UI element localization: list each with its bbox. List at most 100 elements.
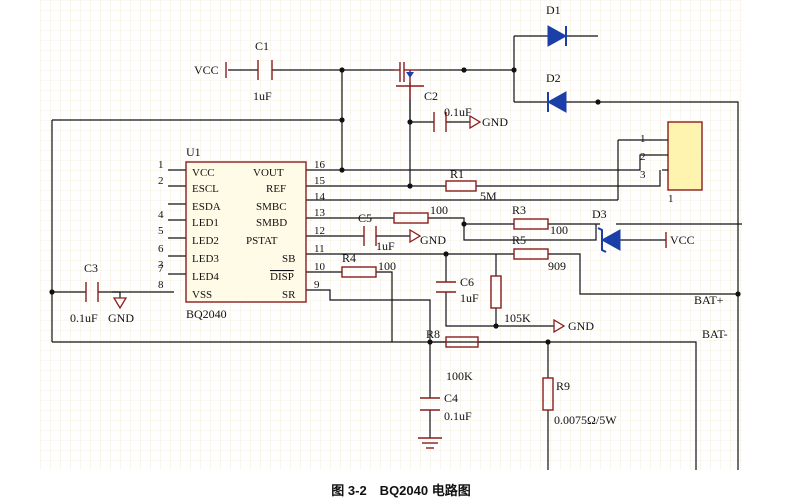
c6-ref: C6 <box>460 275 474 289</box>
gnd-net-105k: GND <box>568 319 594 333</box>
pin-num-right-13: 13 <box>314 207 326 219</box>
c2-value: 0.1uF <box>444 105 472 119</box>
pin-name-left-2: ESCL <box>192 183 219 195</box>
bat-plus-label: BAT+ <box>694 293 724 307</box>
c2-ref: C2 <box>424 89 438 103</box>
pin-name-right-15: REF <box>266 183 286 195</box>
r6-value: 105K <box>504 311 531 325</box>
r1-ref: R1 <box>450 167 464 181</box>
gnd-symbol-c5: GND <box>409 228 446 247</box>
vcc-label-top: VCC <box>194 62 227 78</box>
mosfet-transistor <box>394 62 424 100</box>
r2-value: 100 <box>430 203 448 217</box>
vcc-label-d3: VCC <box>665 232 695 248</box>
resistor-r4: R4 100 <box>341 251 396 278</box>
r3-value: 100 <box>550 223 568 237</box>
pin-name-right-16: VOUT <box>253 167 284 179</box>
vcc-net-top: VCC <box>194 63 219 77</box>
pin-name-left-6: LED2 <box>192 235 219 247</box>
gnd-net-c5: GND <box>420 233 446 247</box>
pin-num-right-10: 10 <box>314 261 326 273</box>
c3-ref: C3 <box>84 261 98 275</box>
junctions <box>49 67 741 345</box>
connector-pin-1: 1 <box>640 133 646 145</box>
capacitor-c1: C1 1uF <box>253 39 273 103</box>
capacitor-c6: C6 1uF <box>436 275 479 305</box>
c5-ref: C5 <box>358 211 372 225</box>
pin-name-right-9: SR <box>282 289 296 301</box>
pin-name-left-8: VSS <box>192 289 212 301</box>
ic-name: BQ2040 <box>186 307 227 321</box>
resistor-r2: 100 <box>393 203 448 224</box>
diode-d2: D2 <box>546 71 567 113</box>
connector-pin-2: 2 <box>640 151 646 163</box>
capacitor-c4: C4 0.1uF <box>420 391 472 423</box>
figure-caption: 图 3-2 BQ2040 电路图 <box>331 483 471 498</box>
gnd-net-c2: GND <box>482 115 508 129</box>
pin-num-right-12: 12 <box>314 225 325 237</box>
bat-minus-label: BAT- <box>702 327 728 341</box>
pin-num-right-11: 11 <box>314 243 325 255</box>
r9-value: 0.0075Ω/5W <box>554 413 617 427</box>
pin-num-left-1: 1 <box>158 159 164 171</box>
r3-ref: R3 <box>512 203 526 217</box>
c1-value: 1uF <box>253 89 272 103</box>
pin-name-right-10: DISP <box>270 271 294 283</box>
pin-num-left-5: 5 <box>158 225 164 237</box>
pin-num-right-9: 9 <box>314 279 320 291</box>
pin-num-left-4: 4 <box>158 209 164 221</box>
gnd-symbol-c3: GND <box>108 297 134 325</box>
pin-num-right-14: 14 <box>314 191 326 203</box>
r8-value: 100K <box>446 369 473 383</box>
pin-name-right-14: SMBC <box>256 201 287 213</box>
r9-ref: R9 <box>556 379 570 393</box>
gnd-net-c3: GND <box>108 311 134 325</box>
c4-ref: C4 <box>444 391 458 405</box>
earth-ground-symbol <box>418 437 442 449</box>
vcc-net-d3: VCC <box>670 233 695 247</box>
gnd-symbol-105k: GND <box>553 318 594 334</box>
c1-ref: C1 <box>255 39 269 53</box>
r4-value: 100 <box>378 259 396 273</box>
pin-num-left-8: 8 <box>158 279 164 291</box>
c6-value: 1uF <box>460 291 479 305</box>
grid-background <box>40 0 742 470</box>
r8-ref: R8 <box>426 327 440 341</box>
connector-header: 1 2 3 1 <box>640 121 703 205</box>
ic-u1: U1 BQ2040 1 VCC 2 ESCL 4 ESDA 5 LED1 6 L… <box>158 145 326 321</box>
resistor-r5: R5 909 <box>512 233 566 273</box>
capacitor-c3: C3 0.1uF <box>70 261 99 325</box>
d3-ref: D3 <box>592 207 607 221</box>
r5-value: 909 <box>548 259 566 273</box>
resistor-r8: R8 100K <box>426 327 479 383</box>
capacitor-c2: C2 0.1uF <box>424 89 472 132</box>
ic-ref: U1 <box>186 145 201 159</box>
r5-ref: R5 <box>512 233 526 247</box>
connector-pin-3: 3 <box>640 169 646 181</box>
d1-ref: D1 <box>546 3 561 17</box>
connector-ref: 1 <box>668 193 674 205</box>
resistor-r1: R1 5M <box>445 167 497 203</box>
r4-ref: R4 <box>342 251 356 265</box>
gnd-symbol-c2: GND <box>469 114 508 130</box>
diode-d1: D1 <box>546 3 568 47</box>
pin-name-right-13: SMBD <box>256 217 287 229</box>
pin-name-left-4: ESDA <box>192 201 221 213</box>
pin-num-left-3: 3 <box>158 259 164 271</box>
c5-value: 1uF <box>376 239 395 253</box>
diode-d3: D3 <box>592 207 621 253</box>
d2-ref: D2 <box>546 71 561 85</box>
pin-name-left-3: LED3 <box>192 253 219 265</box>
pin-name-right-12: PSTAT <box>246 235 278 247</box>
pin-num-right-16: 16 <box>314 159 326 171</box>
pin-num-left-2: 2 <box>158 175 164 187</box>
resistor-r9: R9 0.0075Ω/5W <box>542 377 617 427</box>
pin-num-left-6: 6 <box>158 243 164 255</box>
pin-num-right-15: 15 <box>314 175 326 187</box>
c4-value: 0.1uF <box>444 409 472 423</box>
resistor-r6: 105K <box>490 275 531 325</box>
pin-name-right-11: SB <box>282 253 295 265</box>
pin-name-left-7: LED4 <box>192 271 219 283</box>
resistor-r3: R3 100 <box>512 203 568 237</box>
r1-value: 5M <box>480 189 497 203</box>
